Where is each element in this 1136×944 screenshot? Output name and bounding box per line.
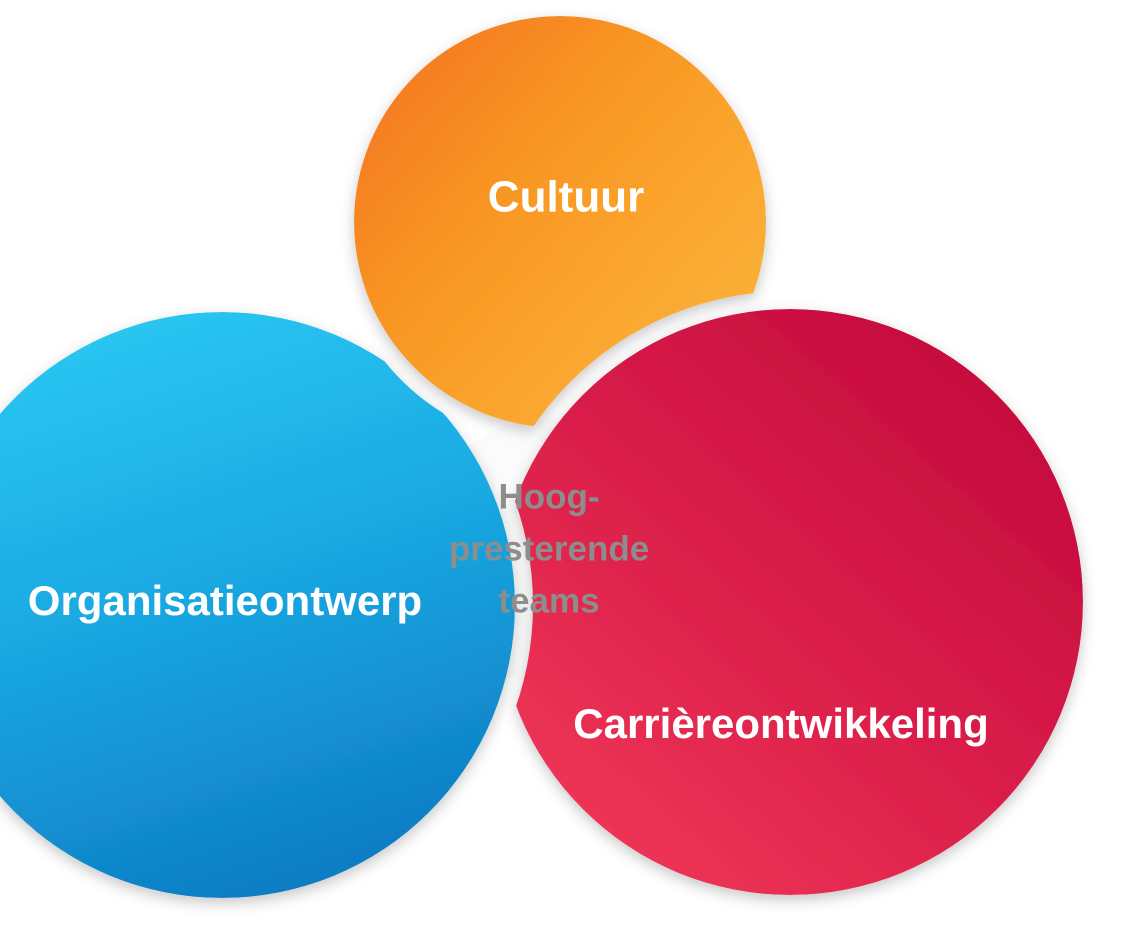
circle-cultuur-shape: [354, 16, 766, 428]
center-caption-line-3: teams: [498, 581, 599, 620]
circle-carriereontwikkeling[interactable]: Carrièreontwikkeling: [497, 309, 1083, 895]
circle-cultuur[interactable]: Cultuur: [354, 16, 766, 428]
center-caption-line-1: Hoog-: [498, 477, 599, 516]
center-caption-line-2: presterende: [449, 529, 649, 568]
circle-organisatieontwerp-label: Organisatieontwerp: [28, 577, 422, 624]
circle-organisatieontwerp-shape: [0, 312, 515, 898]
circle-carriereontwikkeling-label: Carrièreontwikkeling: [573, 700, 988, 747]
circle-organisatieontwerp[interactable]: Organisatieontwerp: [0, 312, 515, 898]
center-caption: Hoog- presterende teams: [449, 477, 649, 620]
circle-carriereontwikkeling-shape: [497, 309, 1083, 895]
circle-cultuur-label: Cultuur: [488, 173, 644, 222]
